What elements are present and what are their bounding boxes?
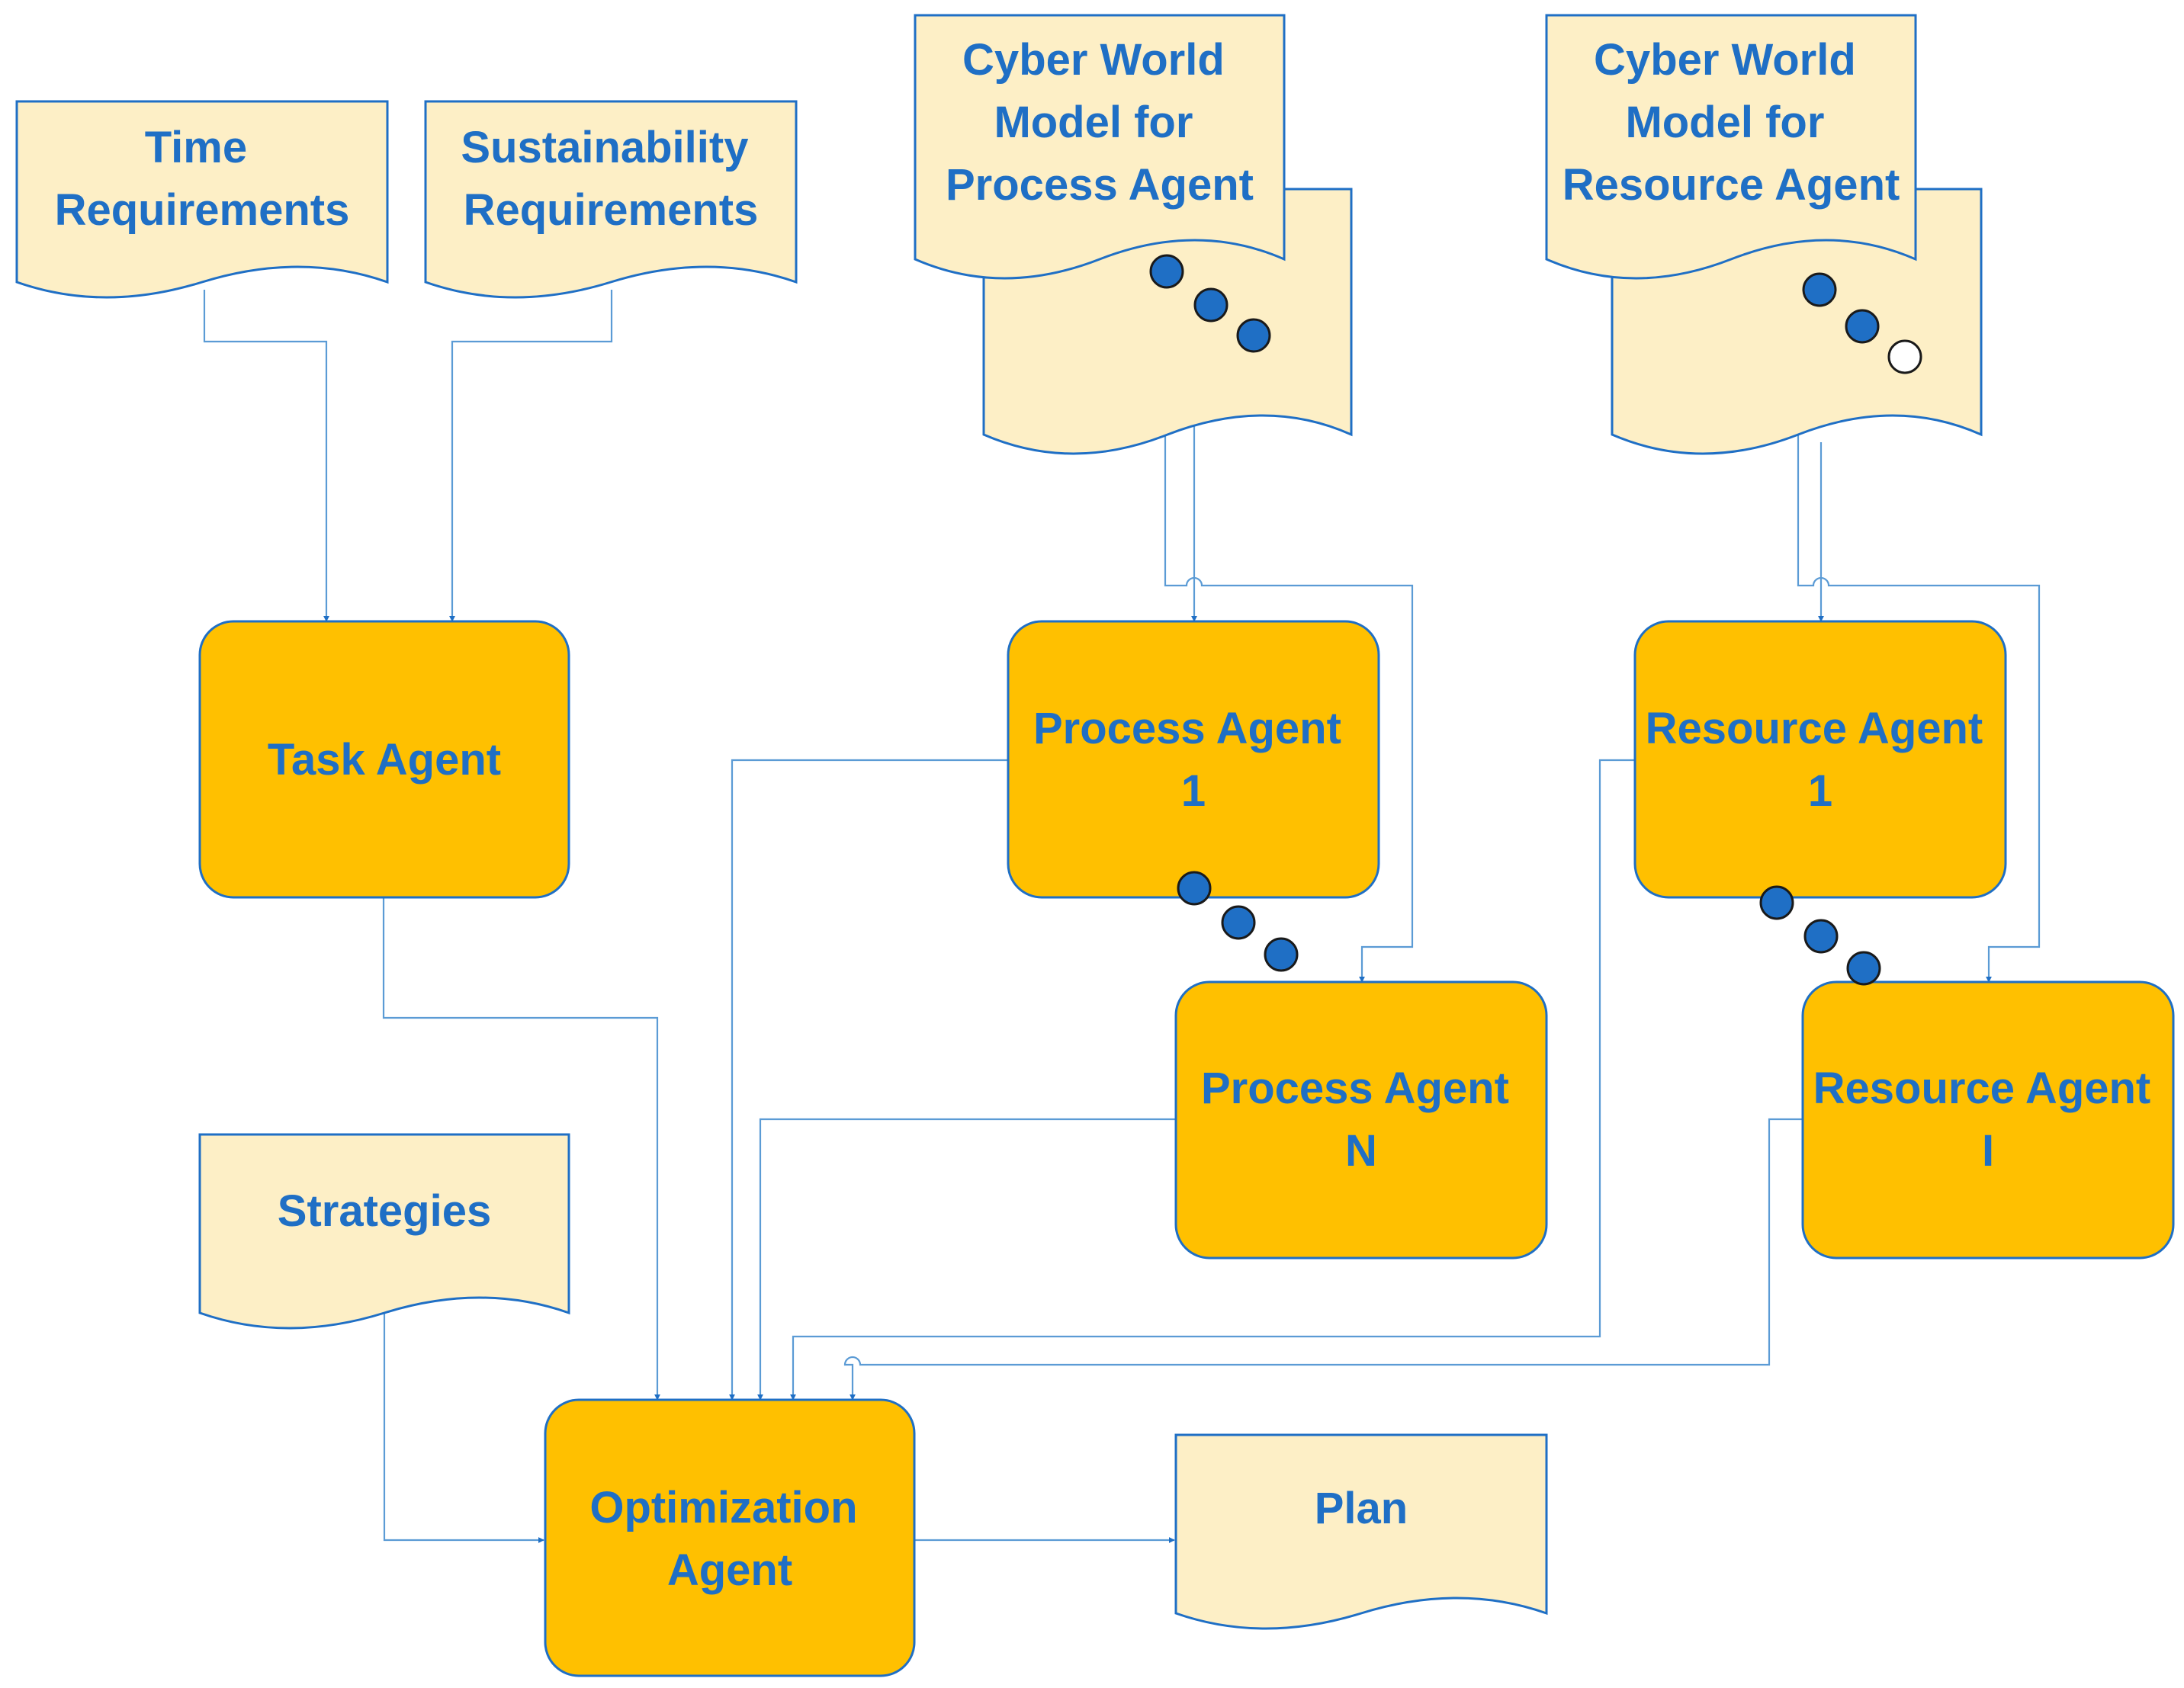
cyber-world-resource-document: Cyber World Model for Resource Agent [1545, 14, 1983, 455]
resource-agent-1-label: Resource Agent 1 [1646, 704, 1996, 816]
process-agent-n-box: Process Agent N [1174, 980, 1548, 1260]
connector-strategies-to-optimization [383, 1311, 544, 1543]
optimization-agent-box: Optimization Agent [544, 1398, 916, 1677]
ellipsis-dot [1846, 951, 1881, 986]
strategies-document: Strategies [198, 1133, 570, 1330]
task-agent-label: Task Agent [268, 735, 501, 785]
resource-agents-ellipsis [1759, 885, 1881, 986]
resource-agent-i-box: Resource Agent I [1801, 980, 2175, 1260]
connector-processn-to-optimization [757, 1118, 1176, 1401]
optimization-agent-label: Optimization Agent [589, 1483, 869, 1595]
ellipsis-dot [1759, 885, 1794, 920]
connector-resourcei-to-optimization [843, 1118, 1803, 1401]
ellipsis-dot [1193, 287, 1228, 323]
sustainability-requirements-label: Sustainability Requirements [461, 123, 760, 235]
sustainability-requirements-document: Sustainability Requirements [424, 100, 798, 299]
ellipsis-dot [1264, 937, 1299, 972]
ellipsis-dot [1845, 309, 1880, 344]
connector-resource1-to-optimization [790, 759, 1635, 1401]
time-requirements-document: Time Requirements [15, 100, 389, 299]
ellipsis-dot [1802, 272, 1837, 307]
resource-agent-i-label: Resource Agent I [1813, 1064, 2163, 1176]
strategies-label: Strategies [278, 1186, 491, 1236]
ellipsis-dot [1221, 905, 1256, 940]
connector-sustainability-to-task [449, 290, 613, 622]
connector-task-to-optimization [382, 897, 660, 1401]
time-requirements-label: Time Requirements [55, 123, 350, 235]
process-agents-ellipsis [1177, 871, 1299, 972]
plan-label: Plan [1315, 1484, 1408, 1533]
resource-agent-1-box: Resource Agent 1 [1633, 620, 2007, 899]
ellipsis-dot-empty [1887, 339, 1922, 374]
connector-process1-to-optimization [729, 759, 1008, 1401]
ellipsis-dot [1177, 871, 1212, 906]
ellipsis-dot [1803, 919, 1839, 954]
connector-time-to-task [203, 290, 329, 622]
cyber-world-process-label: Cyber World Model for Process Agent [946, 35, 1254, 210]
process-agent-1-label: Process Agent 1 [1033, 704, 1354, 816]
process-agent-1-box: Process Agent 1 [1007, 620, 1380, 899]
cyber-world-process-document: Cyber World Model for Process Agent [914, 14, 1353, 455]
plan-document: Plan [1174, 1433, 1548, 1630]
task-agent-box: Task Agent [198, 620, 570, 899]
connectors [203, 213, 2041, 1543]
ellipsis-dot [1236, 318, 1271, 353]
ellipsis-dot [1149, 254, 1184, 289]
connector-cyberprocess-to-processn [1098, 268, 1414, 983]
connector-cyberresource-to-resourcei [1728, 268, 2041, 983]
cyber-world-resource-label: Cyber World Model for Resource Agent [1563, 35, 1900, 210]
process-agent-n-label: Process Agent N [1201, 1064, 1521, 1176]
